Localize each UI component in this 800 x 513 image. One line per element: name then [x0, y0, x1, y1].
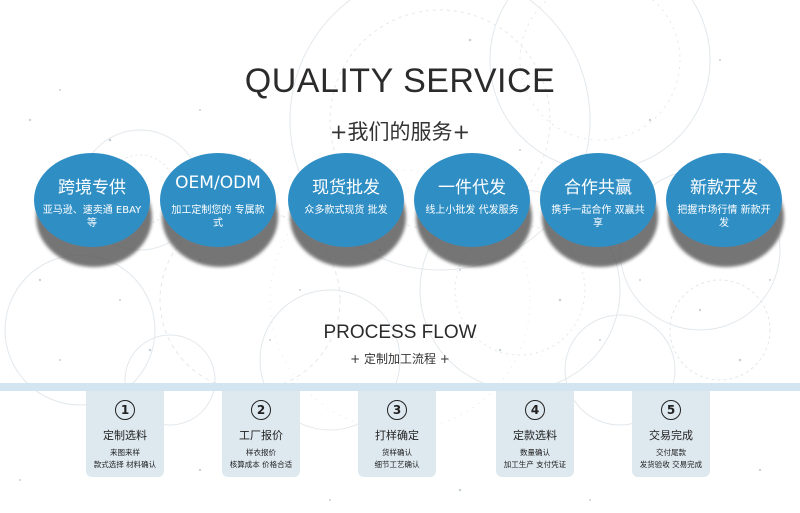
step-number-icon: 4 — [525, 400, 545, 420]
service-card[interactable]: 一件代发 线上小批发 代发服务 — [414, 153, 532, 271]
service-card[interactable]: 新款开发 把握市场行情 新款开发 — [666, 153, 784, 271]
service-circle: 合作共赢 携手一起合作 双赢共享 — [540, 153, 656, 247]
service-desc: 亚马逊、速卖通 EBAY等 — [42, 205, 142, 229]
service-name: 新款开发 — [690, 178, 758, 198]
step-detail: 数量确认 — [520, 448, 550, 457]
service-card[interactable]: 合作共赢 携手一起合作 双赢共享 — [540, 153, 658, 271]
step-detail: 细节工艺确认 — [374, 460, 420, 469]
service-circle: 一件代发 线上小批发 代发服务 — [414, 153, 530, 247]
service-circle: 跨境专供 亚马逊、速卖通 EBAY等 — [34, 153, 150, 247]
step-number-icon: 3 — [387, 400, 407, 420]
step-detail: 核算成本 价格合适 — [229, 460, 293, 469]
step-detail: 加工生产 支付凭证 — [503, 460, 567, 469]
step-detail: 来图来样 — [110, 448, 140, 457]
service-desc: 线上小批发 代发服务 — [425, 205, 519, 216]
step-detail: 交付尾款 — [656, 448, 686, 457]
service-card[interactable]: 现货批发 众多款式现货 批发 — [288, 153, 406, 271]
process-step[interactable]: 1 定制选料 来图来样 款式选择 材料确认 — [86, 391, 164, 477]
process-step[interactable]: 5 交易完成 交付尾款 发货验收 交易完成 — [632, 391, 710, 477]
service-card[interactable]: 跨境专供 亚马逊、速卖通 EBAY等 — [34, 153, 152, 271]
process-step[interactable]: 2 工厂报价 样衣报价 核算成本 价格合适 — [222, 391, 300, 477]
step-label: 打样确定 — [375, 429, 419, 442]
step-number-icon: 5 — [661, 400, 681, 420]
service-name: 现货批发 — [312, 178, 380, 198]
page-title: QUALITY SERVICE — [244, 62, 556, 100]
step-label: 定制选料 — [103, 429, 147, 442]
service-desc: 携手一起合作 双赢共享 — [551, 205, 645, 229]
process-step[interactable]: 3 打样确定 货样确认 细节工艺确认 — [358, 391, 436, 477]
service-circle: 新款开发 把握市场行情 新款开发 — [666, 153, 782, 247]
step-label: 交易完成 — [649, 429, 693, 442]
step-label: 工厂报价 — [239, 429, 283, 442]
service-circle: 现货批发 众多款式现货 批发 — [288, 153, 404, 247]
process-step[interactable]: 4 定款选料 数量确认 加工生产 支付凭证 — [496, 391, 574, 477]
service-circle: OEM/ODM 加工定制您的 专属款式 — [160, 153, 276, 247]
service-card[interactable]: OEM/ODM 加工定制您的 专属款式 — [160, 153, 278, 271]
service-name: 跨境专供 — [58, 178, 126, 198]
step-detail: 款式选择 材料确认 — [93, 460, 157, 469]
service-desc: 加工定制您的 专属款式 — [171, 205, 265, 229]
step-number-icon: 2 — [251, 400, 271, 420]
process-band — [0, 383, 800, 391]
page-subtitle: +我们的服务+ — [329, 120, 471, 144]
service-name: 合作共赢 — [564, 178, 632, 198]
step-label: 定款选料 — [513, 429, 557, 442]
service-desc: 众多款式现货 批发 — [304, 205, 388, 216]
service-desc: 把握市场行情 新款开发 — [677, 205, 771, 229]
step-detail: 货样确认 — [382, 448, 412, 457]
process-subtitle: + 定制加工流程 + — [350, 352, 450, 366]
step-detail: 发货验收 交易完成 — [639, 460, 703, 469]
service-name: 一件代发 — [438, 178, 506, 198]
step-detail: 样衣报价 — [246, 448, 276, 457]
step-number-icon: 1 — [115, 400, 135, 420]
process-title: PROCESS FLOW — [323, 322, 477, 343]
service-name: OEM/ODM — [175, 173, 261, 193]
